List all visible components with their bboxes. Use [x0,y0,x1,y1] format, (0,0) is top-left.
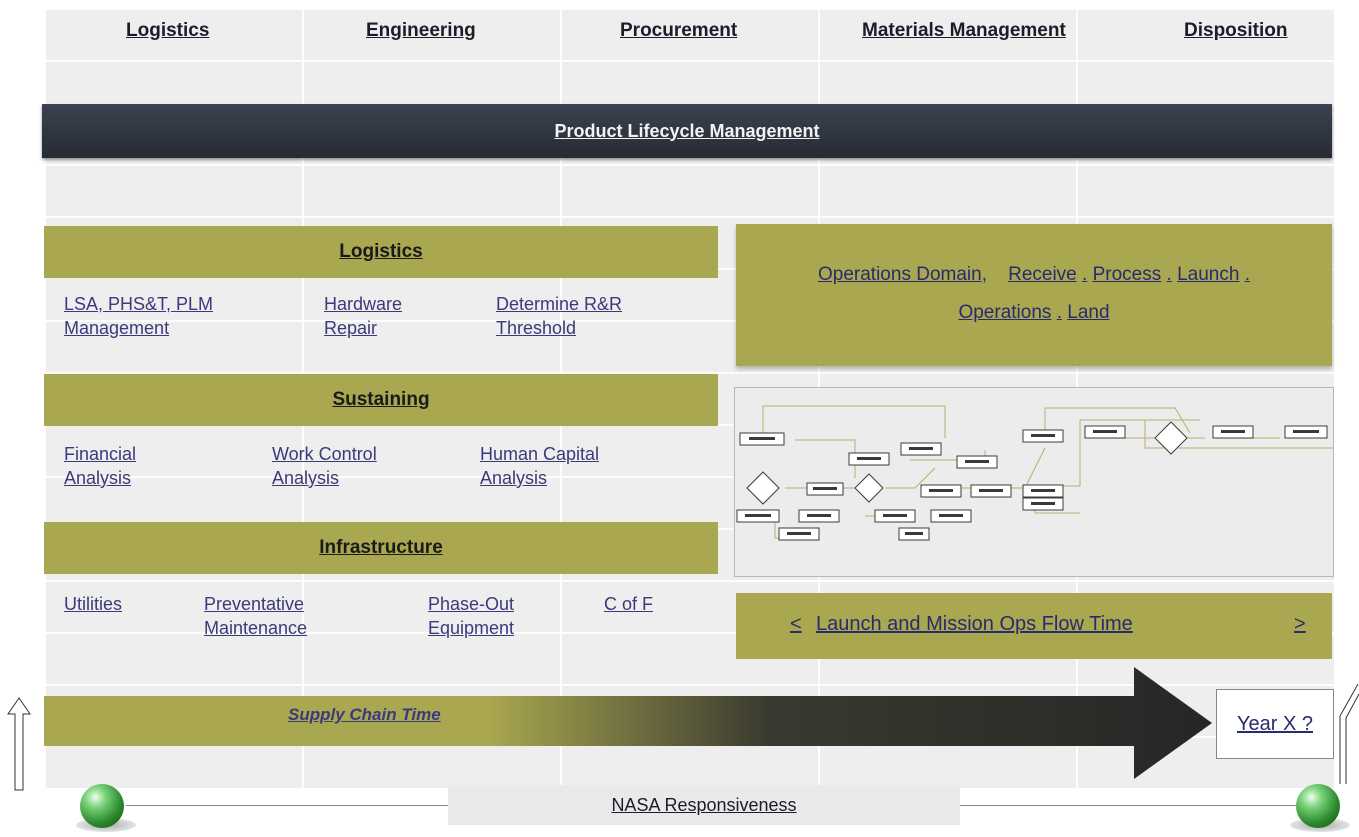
item-line: Utilities [64,594,123,614]
item-line: Analysis [272,468,340,488]
item-line: Financial [64,444,137,464]
sustaining-items: Financial Analysis Work Control Analysis… [44,432,718,506]
item-line: Management [64,318,170,338]
infrastructure-item-phase-out[interactable]: Phase-Out Equipment [428,592,514,640]
item-line: Analysis [64,468,132,488]
launch-prev-arrow[interactable]: < [790,613,802,635]
logistics-header: Logistics [44,226,718,278]
top-nav-materials-management[interactable]: Materials Management [862,20,1066,41]
responsiveness-line-right [960,805,1296,806]
sustaining-item-work-control[interactable]: Work Control Analysis [272,442,377,490]
item-line: Preventative [204,594,305,614]
sustaining-item-financial[interactable]: Financial Analysis [64,442,136,490]
process-flow-diagram[interactable] [734,387,1334,577]
item-line: Analysis [480,468,548,488]
launch-next-arrow[interactable]: > [1294,613,1306,635]
item-line: Work Control [272,444,377,464]
sustaining-title[interactable]: Sustaining [332,389,430,410]
year-x-link[interactable]: Year X ? [1237,712,1313,735]
infrastructure-item-c-of-f[interactable]: C of F [604,592,653,616]
operations-panel: Operations Domain, Receive . Process . L… [736,224,1332,366]
top-nav-disposition[interactable]: Disposition [1184,20,1288,41]
nasa-responsiveness-link[interactable]: NASA Responsiveness [611,794,797,815]
logistics-items: LSA, PHS&T, PLM Management Hardware Repa… [44,282,718,356]
infrastructure-title[interactable]: Infrastructure [319,537,443,558]
operations-stage-land[interactable]: Land [1067,302,1110,323]
stage-separator: . [1082,264,1088,285]
sustaining-item-human-capital[interactable]: Human Capital Analysis [480,442,599,490]
top-nav: Logistics Engineering Procurement Materi… [44,8,1334,52]
item-line: LSA, PHS&T, PLM [64,294,214,314]
operations-line-2: Operations . Land [736,302,1332,324]
top-nav-procurement[interactable]: Procurement [620,20,738,41]
item-line: Maintenance [204,618,308,638]
stage-separator: . [1056,302,1062,323]
launch-mission-ops-panel: < Launch and Mission Ops Flow Time > [736,593,1332,659]
up-arrow-icon [7,697,31,791]
infrastructure-items: Utilities Preventative Maintenance Phase… [44,582,718,656]
item-line: Human Capital [480,444,600,464]
process-flow-svg [736,405,1333,541]
item-line: Equipment [428,618,515,638]
year-box: Year X ? [1216,689,1334,759]
launch-mission-ops-label[interactable]: Launch and Mission Ops Flow Time [816,613,1133,635]
logistics-item-rr-threshold[interactable]: Determine R&R Threshold [496,292,622,340]
item-line: C of F [604,594,654,614]
logistics-item-plm[interactable]: LSA, PHS&T, PLM Management [64,292,213,340]
operations-stage-receive[interactable]: Receive [1008,264,1077,285]
item-line: Phase-Out [428,594,515,614]
responsiveness-line-left [126,805,448,806]
operations-stage-operations[interactable]: Operations [958,302,1052,323]
top-nav-logistics[interactable]: Logistics [126,20,210,41]
infrastructure-header: Infrastructure [44,522,718,574]
sustaining-header: Sustaining [44,374,718,426]
plm-bar-label[interactable]: Product Lifecycle Management [554,120,820,141]
right-green-sphere-icon [1296,784,1340,828]
operations-line-1: Operations Domain, Receive . Process . L… [736,264,1332,286]
stage-separator: . [1244,264,1250,285]
logistics-title[interactable]: Logistics [339,241,423,262]
infrastructure-item-utilities[interactable]: Utilities [64,592,122,616]
diagonal-arrow-icon [1339,683,1359,784]
item-line: Repair [324,318,378,338]
logistics-item-hardware-repair[interactable]: Hardware Repair [324,292,402,340]
left-green-sphere-icon [80,784,124,828]
supply-chain-arrow [44,667,1212,779]
item-line: Determine R&R [496,294,623,314]
responsiveness-label-box: NASA Responsiveness [448,785,960,825]
operations-domain-link[interactable]: Operations Domain, [818,264,987,285]
operations-stage-launch[interactable]: Launch [1177,264,1240,285]
operations-stage-process[interactable]: Process [1092,264,1162,285]
item-line: Hardware [324,294,403,314]
top-nav-engineering[interactable]: Engineering [366,20,476,41]
item-line: Threshold [496,318,577,338]
infrastructure-item-preventative[interactable]: Preventative Maintenance [204,592,307,640]
supply-chain-label[interactable]: Supply Chain Time [288,705,441,724]
plm-bar[interactable]: Product Lifecycle Management [42,104,1332,158]
stage-separator: . [1166,264,1172,285]
